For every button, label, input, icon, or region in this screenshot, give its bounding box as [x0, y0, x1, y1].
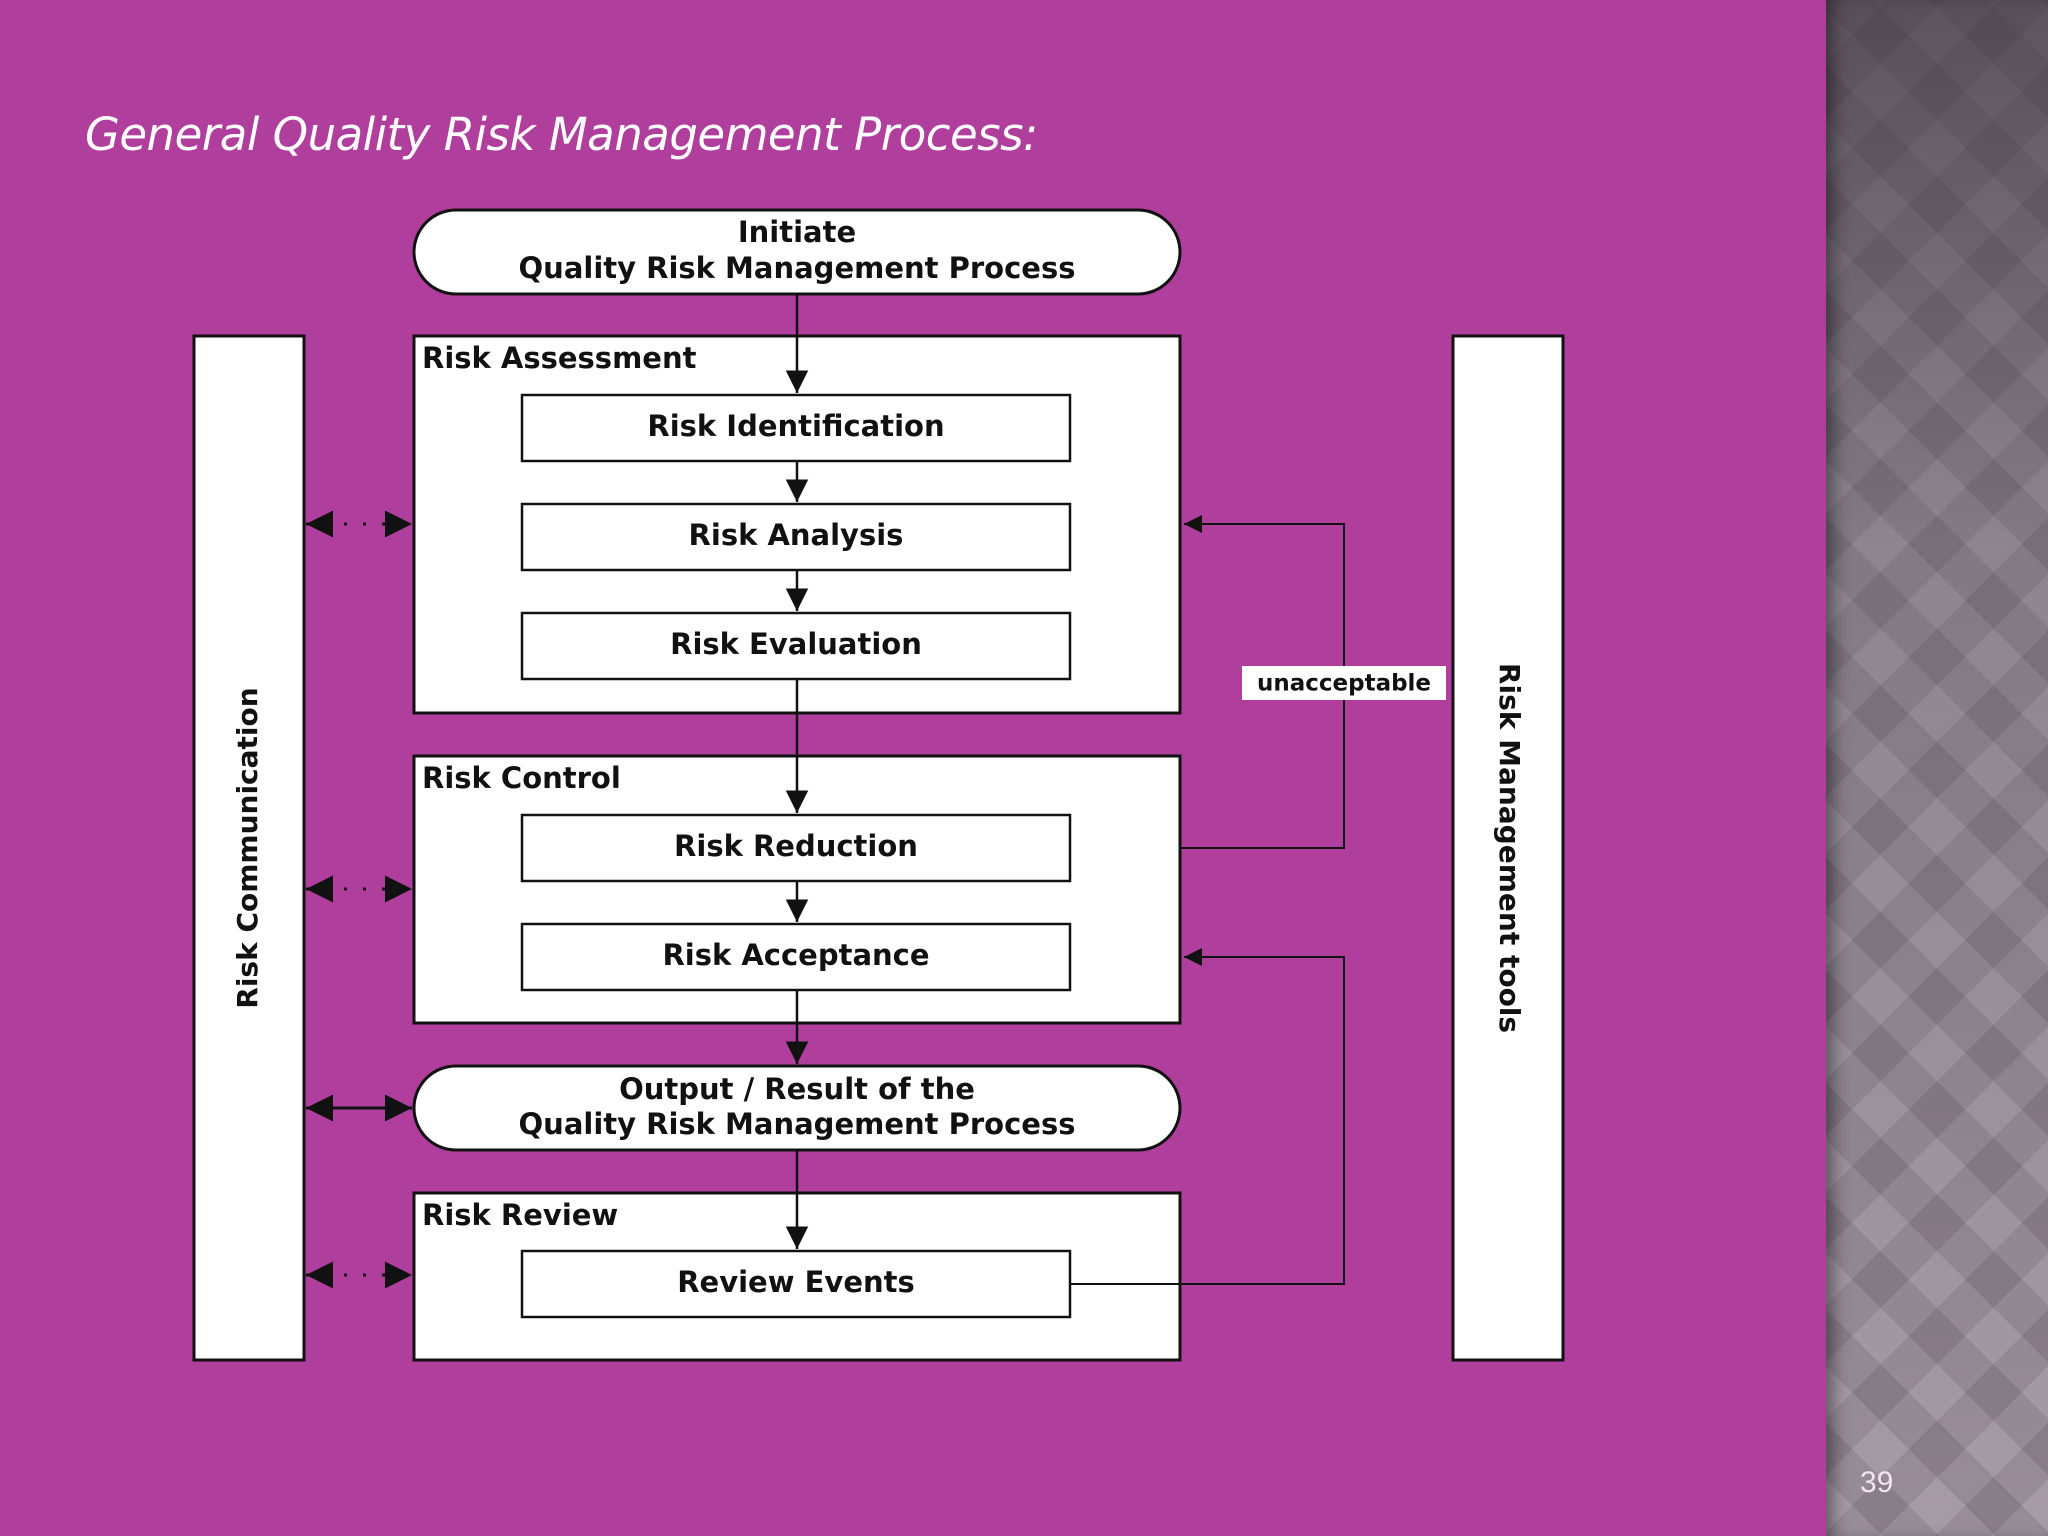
unacceptable-label: unacceptable: [1257, 671, 1431, 697]
slide-title: General Quality Risk Management Process:: [85, 108, 1038, 161]
unacceptable-label-box: [1242, 666, 1446, 700]
risk-identification-box: [520, 393, 1072, 463]
risk-communication-bar: [192, 334, 306, 1362]
output-label-line2: Quality Risk Management Process: [519, 1107, 1076, 1141]
risk-management-tools-bar: [1451, 334, 1565, 1362]
output-label-line1: Output / Result of the: [619, 1072, 975, 1106]
review-events-label: Review Events: [677, 1265, 915, 1299]
risk-identification-label: Risk Identification: [647, 409, 944, 443]
risk-management-tools-label: Risk Management tools: [1493, 663, 1526, 1033]
risk-reduction-label: Risk Reduction: [674, 829, 918, 863]
risk-reduction-box: [520, 813, 1072, 883]
decorative-side-panel: [1826, 0, 2048, 1536]
risk-control-title: Risk Control: [422, 761, 621, 795]
slide-page-number: 39: [1860, 1466, 1894, 1499]
review-events-box: [520, 1249, 1072, 1319]
initiate-label-line2: Quality Risk Management Process: [519, 251, 1076, 285]
initiate-label-line1: Initiate: [738, 215, 856, 249]
review-feedback-arrow: [1070, 948, 1345, 1285]
risk-review-title: Risk Review: [422, 1198, 618, 1232]
risk-communication-label: Risk Communication: [231, 687, 264, 1008]
risk-acceptance-box: [520, 922, 1072, 992]
communication-arrows: [306, 510, 412, 1289]
risk-assessment-title: Risk Assessment: [422, 341, 697, 375]
risk-analysis-label: Risk Analysis: [689, 518, 904, 552]
risk-acceptance-label: Risk Acceptance: [662, 938, 929, 972]
risk-evaluation-label: Risk Evaluation: [670, 627, 922, 661]
